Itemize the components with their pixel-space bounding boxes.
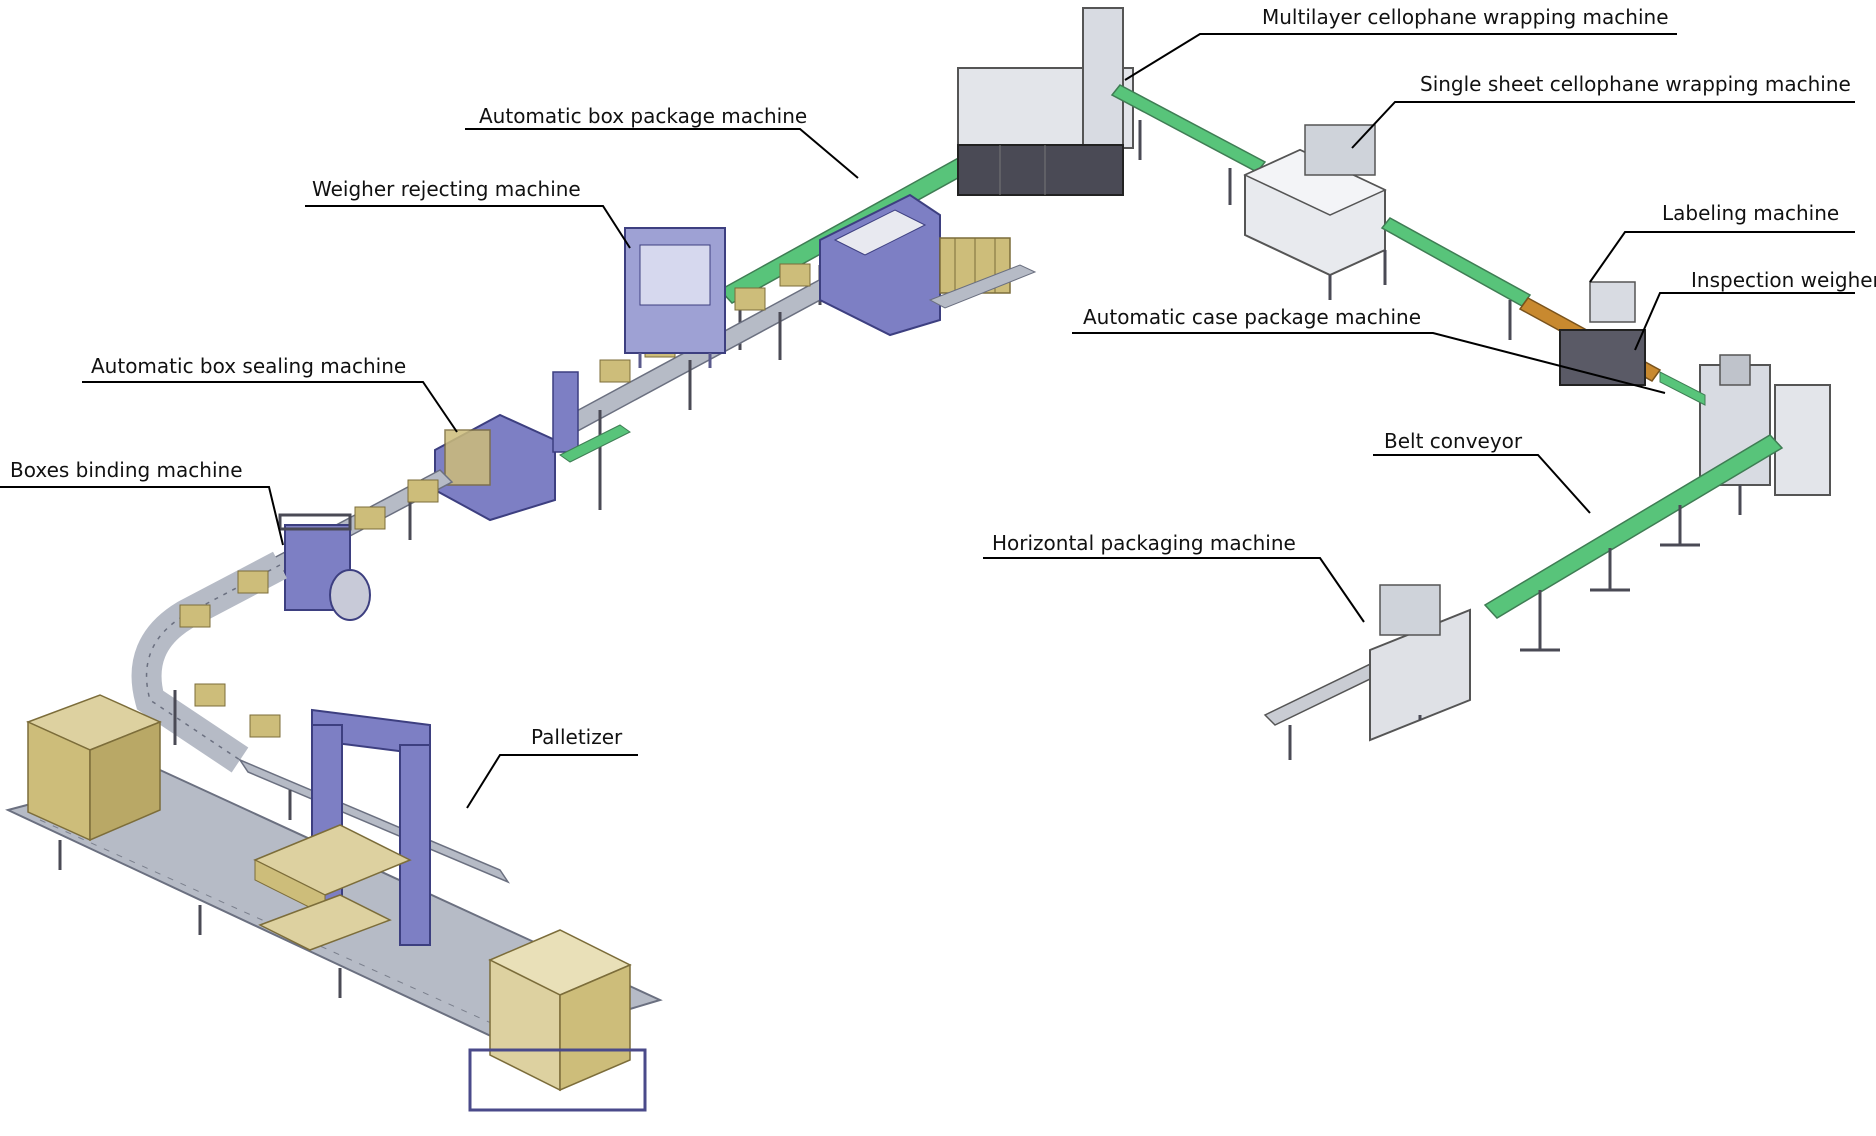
labeling-machine [1559,281,1646,386]
label-horizontal-packaging-machine: Horizontal packaging machine [992,531,1296,555]
label-boxes-binding-machine: Boxes binding machine [10,458,243,482]
label-inspection-weigher: Inspection weigher [1691,268,1876,292]
automatic-box-package-machine [819,193,1037,337]
label-automatic-case-package-machine: Automatic case package machine [1083,305,1421,329]
label-multilayer-cellophane-wrapping-machine: Multilayer cellophane wrapping machine [1262,5,1669,29]
label-single-sheet-cellophane-wrapping-machine: Single sheet cellophane wrapping machine [1420,72,1851,96]
pallet-dispenser [468,929,647,1112]
belt-conveyor [1483,434,1784,652]
automatic-box-sealing-machine [434,371,631,522]
label-labeling-machine: Labeling machine [1662,201,1840,225]
horizontal-packaging-machine [1263,584,1471,760]
label-weigher-rejecting-machine: Weigher rejecting machine [312,177,581,201]
palletizer-gantry [253,708,431,951]
palletized-stack-left [26,694,162,842]
multilayer-wrapping-machine [957,7,1134,196]
label-belt-conveyor: Belt conveyor [1384,429,1523,453]
label-palletizer: Palletizer [531,725,623,749]
weigher-rejecting-machine [624,227,726,368]
boxes-binding-machine [278,513,371,621]
leader-lines [0,33,1855,809]
label-automatic-box-package-machine: Automatic box package machine [479,104,808,128]
curved-roller-conveyor [131,551,287,773]
label-automatic-box-sealing-machine: Automatic box sealing machine [91,354,407,378]
single-sheet-wrapping-machine [1243,124,1387,300]
wrapper-transfer-conveyor [1110,84,1267,205]
inspection-weigher [1659,354,1831,515]
